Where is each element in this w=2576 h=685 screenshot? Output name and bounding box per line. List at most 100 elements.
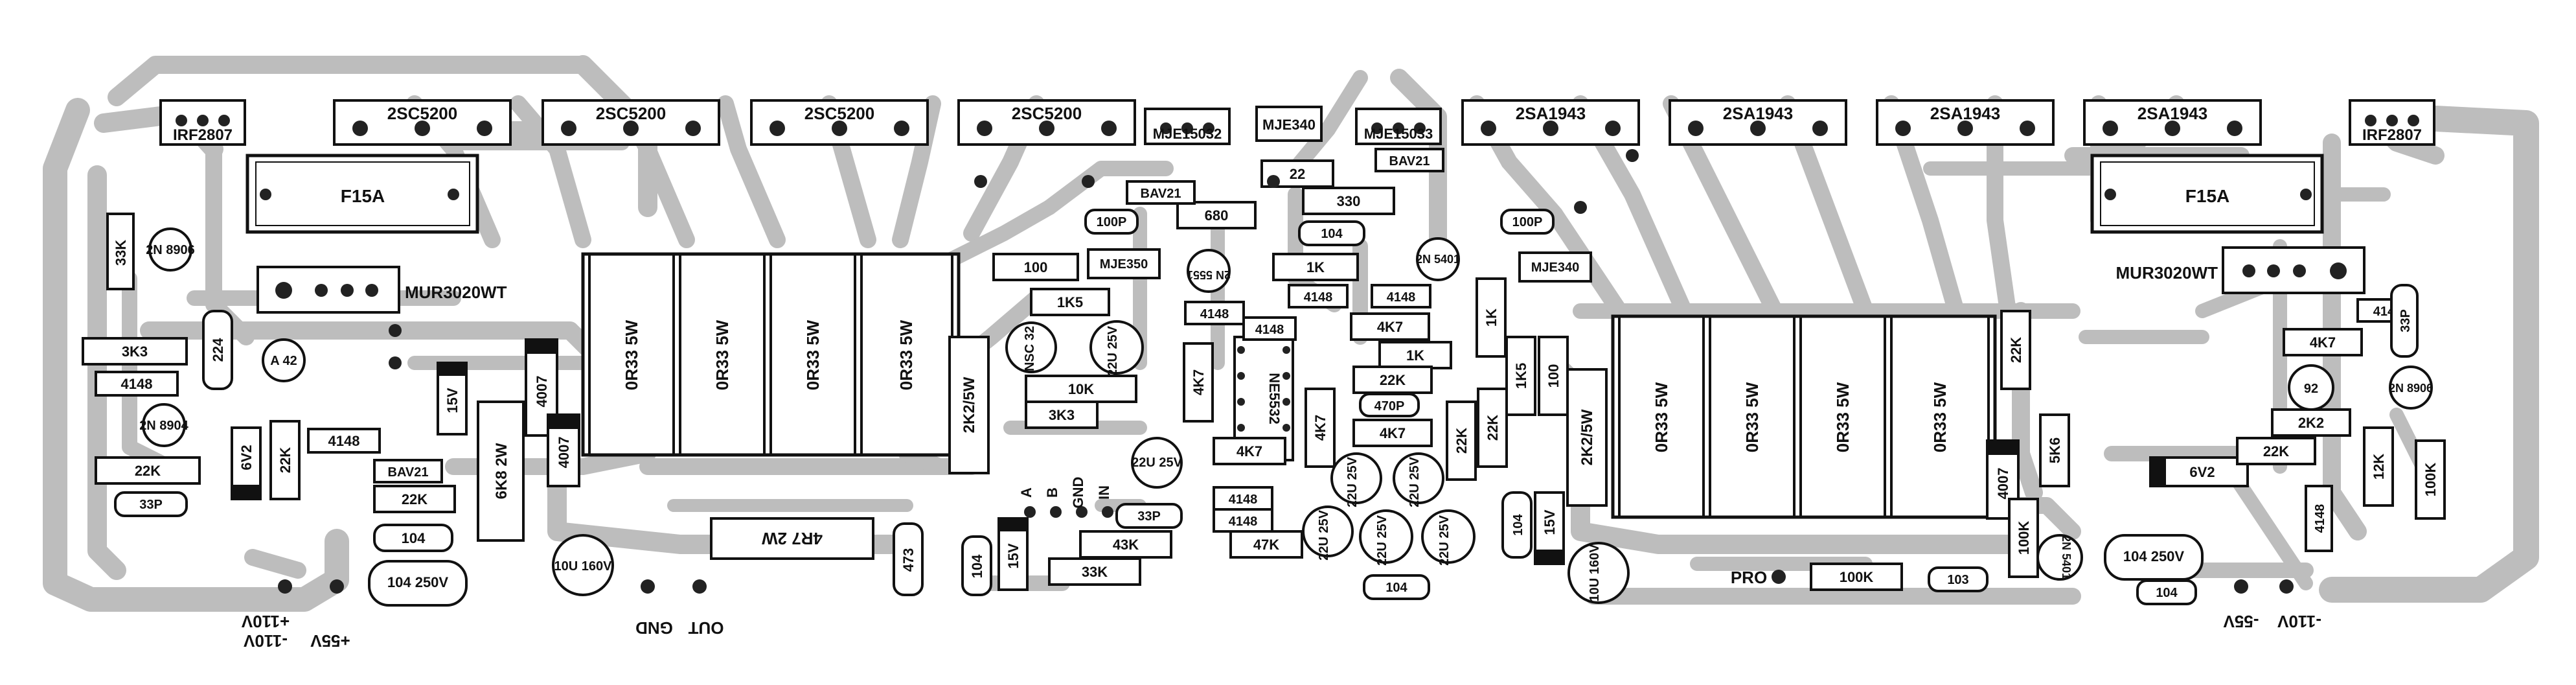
svg-text:BAV21: BAV21 [1389,154,1430,168]
r-1k5-a: 1K5 [1030,288,1110,316]
r-100k-right: 100K [2415,439,2446,520]
label-pro: PRO [1731,568,1767,587]
d-4148-b: 4148 [307,428,381,454]
d-4148-h: 4148 [1213,508,1273,533]
svg-text:22U 25V: 22U 25V [1106,325,1120,376]
svg-text:1K: 1K [1406,347,1424,364]
ic-nsc32: NSC 32 [1005,321,1057,373]
d-4148-a: 4148 [95,371,179,397]
svg-text:100P: 100P [1097,215,1127,229]
r-22k-f: 22K [1477,388,1508,468]
d-4148-e: 4148 [1371,284,1431,308]
r-1k-c: 1K [1476,277,1507,358]
svg-text:2N 8906: 2N 8906 [2389,382,2433,395]
svg-text:47K: 47K [1253,537,1279,553]
r-1k5-b: 1K5 [1505,336,1536,416]
svg-text:3K3: 3K3 [122,343,148,360]
label-gnd: GND [635,618,673,638]
svg-text:4K7: 4K7 [1237,443,1262,459]
r-43k: 43K [1079,530,1172,559]
svg-text:104 250V: 104 250V [387,574,449,590]
cap-10u-160v-left: 10U 160V [552,534,614,596]
driver-mje340-top: MJE340 [1255,106,1323,142]
r-100-b: 100 [1538,336,1569,416]
c-104-left: 104 [373,524,453,552]
svg-text:473: 473 [900,548,917,572]
r-22k-a: 22K [95,456,201,485]
r-4k7-d: 4K7 [1305,388,1336,468]
transistor-2sc5200-3: 2SC5200 [750,99,929,146]
svg-text:2N 5551: 2N 5551 [1187,268,1231,281]
label-mje340-right: MJE340 [1531,261,1580,275]
svg-text:1K5: 1K5 [1513,363,1529,389]
label-0r33-7: 0R33 5W [1833,382,1852,452]
c-104-mid: 104 [961,535,992,596]
transistor-2sa1943-3: 2SA1943 [1876,99,2055,146]
r-33k-b: 33K [1048,557,1141,586]
fuse-right: F15A [2090,154,2324,234]
label-6k8-2w: 6K8 2W [493,443,510,499]
label-fuse-right: F15A [2185,186,2229,206]
svg-text:6V2: 6V2 [238,445,255,470]
svg-text:43K: 43K [1113,537,1139,553]
svg-text:A 42: A 42 [270,354,297,368]
label-4r7-2w: 4R7 2W [762,529,823,548]
r-100k-b: 100K [1810,563,1903,591]
label-0r33-6: 0R33 5W [1742,382,1762,452]
c-22u-25v-g: 22U 25V [1421,509,1476,566]
r-4k7-c: 4K7 [1352,419,1433,447]
label-out: OUT [688,618,724,638]
c-103: 103 [1928,566,1989,592]
svg-text:22U 25V: 22U 25V [1437,515,1452,565]
r-680: 680 [1176,201,1257,229]
label-2sc5200-2: 2SC5200 [596,104,666,123]
mosfet-irf2807-right: IRF2807 [2349,99,2435,146]
svg-text:2N 8904: 2N 8904 [139,419,188,433]
label-0r33-5: 0R33 5W [1652,382,1671,452]
c-33p-a: 33P [114,491,188,517]
d-bav21-b: BAV21 [1374,148,1444,172]
svg-text:100: 100 [1545,364,1562,388]
resistor-2k2-5w-right: 2K2/5W [1566,368,1608,507]
output-transistors-npn: 2SC5200 2SC5200 2SC5200 2SC5200 [333,99,1136,146]
c-22u-25v-f: 22U 25V [1359,509,1413,566]
r-1k-a: 1K [1272,253,1359,281]
svg-text:15V: 15V [444,388,461,413]
svg-text:5K6: 5K6 [2047,437,2063,463]
r-22k-d: 22K [1352,366,1433,394]
r-100: 100 [992,253,1079,281]
svg-text:4148: 4148 [1255,323,1284,337]
d-4007-b: 4007 [547,413,580,487]
diode-mur3020wt-left: MUR3020WT [256,266,507,314]
q-2n5401-right: 2N 5401 [2036,534,2083,581]
q-a42: A 42 [262,338,306,382]
d-4007-a: 4007 [525,338,558,437]
svg-text:103: 103 [1947,573,1968,587]
svg-text:100P: 100P [1512,215,1543,229]
svg-text:104 250V: 104 250V [2123,548,2185,564]
svg-text:10K: 10K [1068,381,1094,397]
label-2sa1943-3: 2SA1943 [1930,104,2000,123]
svg-text:1K5: 1K5 [1057,294,1083,310]
c-33p-mid: 33P [1115,503,1183,529]
transistor-2sc5200-2: 2SC5200 [541,99,720,146]
svg-text:4148: 4148 [1387,290,1416,305]
svg-text:NSC 32: NSC 32 [1023,326,1037,371]
svg-text:3K3: 3K3 [1049,407,1075,423]
c-22u-25v-a: 22U 25V [1089,320,1144,377]
power-connectors-left: -110V +55V +110V GND OUT [241,579,724,651]
svg-text:22K: 22K [2008,337,2024,363]
label-2sc5200-3: 2SC5200 [804,104,874,123]
c-100p-b: 100P [1500,209,1555,235]
svg-text:33P: 33P [1137,509,1161,524]
label-mje15032: MJE15032 [1153,126,1222,142]
svg-text:2N 8906: 2N 8906 [146,243,195,257]
label-minus110v-right: -110V [2277,612,2321,631]
svg-text:4148: 4148 [2313,504,2327,533]
d-bav21-a: BAV21 [1126,180,1196,205]
svg-text:104: 104 [402,530,426,546]
label-minus110v-left: -110V [243,631,288,651]
svg-text:22U 25V: 22U 25V [1408,456,1422,507]
svg-text:4148: 4148 [1229,515,1258,529]
